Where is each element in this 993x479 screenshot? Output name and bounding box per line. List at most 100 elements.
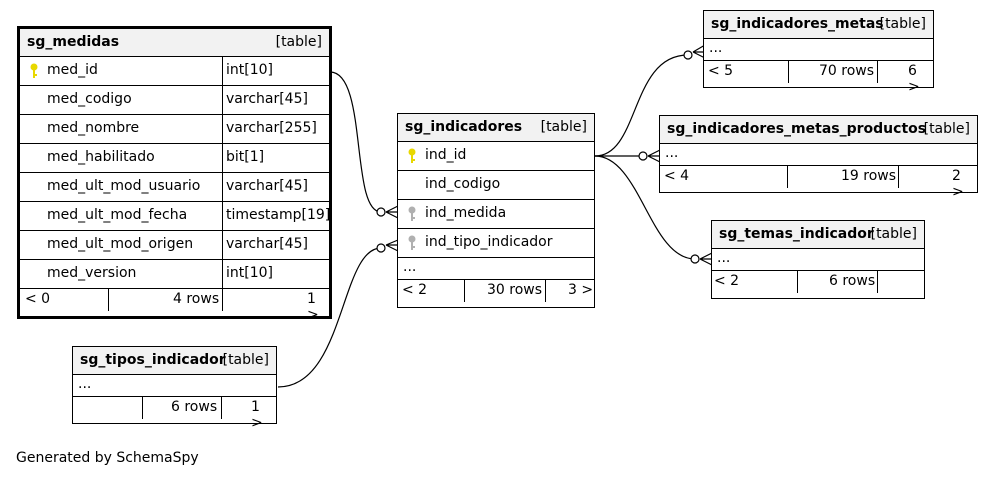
footer-divider: [877, 61, 878, 83]
column-type: int[10]: [226, 62, 273, 78]
table-footer: 6 rows 1 >: [73, 397, 276, 431]
edge-end-circle: [376, 243, 386, 253]
column-name[interactable]: ind_id: [425, 147, 467, 163]
more-columns-ellipsis: ...: [398, 258, 594, 280]
ellipsis-text: ...: [78, 376, 92, 392]
table-sg-medidas[interactable]: sg_medidas [table] med_id int[10] med_co…: [17, 26, 332, 323]
column-row: med_codigo varchar[45]: [20, 86, 329, 115]
table-kind: [table]: [870, 226, 917, 242]
column-row: med_ult_mod_fecha timestamp[19]: [20, 202, 330, 231]
edge-indicadores-temas: [594, 155, 696, 260]
table-footer: < 0 4 rows 1 >: [20, 289, 329, 323]
column-type: bit[1]: [226, 149, 265, 165]
row-count: 19 rows: [841, 168, 897, 184]
column-type: varchar[45]: [226, 178, 308, 194]
column-name[interactable]: med_ult_mod_fecha: [47, 207, 188, 223]
table-name[interactable]: sg_tipos_indicador: [80, 352, 226, 368]
key-icon: [408, 206, 416, 221]
ellipsis-text: ...: [709, 40, 723, 56]
parents-count[interactable]: < 4: [664, 168, 690, 184]
column-row: med_ult_mod_usuario varchar[45]: [20, 173, 329, 202]
column-name[interactable]: ind_codigo: [425, 176, 501, 192]
column-divider: [222, 57, 223, 294]
children-count[interactable]: 2 >: [952, 168, 964, 200]
column-type: int[10]: [226, 265, 273, 281]
table-sg-tipos-indicador[interactable]: sg_tipos_indicador [table] ... 6 rows 1 …: [72, 346, 277, 431]
footer-divider: [142, 397, 143, 419]
footer-divider: [898, 166, 899, 188]
row-count: 4 rows: [173, 291, 220, 307]
column-row: ind_tipo_indicador: [398, 229, 594, 258]
row-count: 30 rows: [487, 282, 543, 298]
column-name[interactable]: med_codigo: [47, 91, 132, 107]
table-sg-temas-indicador[interactable]: sg_temas_indicador [table] ... < 2 6 row…: [711, 220, 925, 299]
parents-count[interactable]: < 2: [402, 282, 428, 298]
children-count[interactable]: 6 >: [908, 63, 920, 95]
table-name[interactable]: sg_medidas: [27, 34, 120, 50]
table-footer: < 4 19 rows 2 >: [660, 166, 977, 200]
row-count: 6 rows: [829, 273, 876, 289]
table-sg-indicadores-metas-productos[interactable]: sg_indicadores_metas_productos [table] .…: [659, 115, 978, 200]
parents-count[interactable]: < 2: [714, 273, 740, 289]
table-name[interactable]: sg_indicadores_metas_productos: [667, 121, 927, 137]
key-icon: [408, 148, 416, 163]
footer-divider: [221, 397, 222, 419]
children-count[interactable]: 3 >: [568, 282, 594, 298]
parents-count[interactable]: < 0: [25, 291, 51, 307]
edge-crowfoot: [385, 205, 399, 219]
column-name[interactable]: med_id: [47, 62, 98, 78]
row-count: 6 rows: [171, 399, 218, 415]
column-name[interactable]: med_version: [47, 265, 137, 281]
footer-divider: [788, 61, 789, 83]
column-name[interactable]: med_ult_mod_usuario: [47, 178, 201, 194]
ellipsis-text: ...: [403, 259, 417, 275]
table-name[interactable]: sg_indicadores: [405, 119, 523, 135]
footer-divider: [464, 280, 465, 302]
children-count[interactable]: 1 >: [251, 399, 263, 431]
column-name[interactable]: med_habilitado: [47, 149, 155, 165]
edge-crowfoot: [647, 149, 661, 163]
table-header: sg_indicadores [table]: [398, 114, 594, 142]
column-row: ind_medida: [398, 200, 594, 229]
column-row: med_version int[10]: [20, 260, 329, 289]
table-header: sg_temas_indicador [table]: [712, 221, 924, 249]
table-header: sg_medidas [table]: [20, 29, 329, 57]
parents-count[interactable]: < 5: [708, 63, 734, 79]
table-name[interactable]: sg_indicadores_metas: [711, 16, 884, 32]
column-name[interactable]: ind_tipo_indicador: [425, 234, 553, 250]
key-icon: [408, 235, 416, 250]
table-name[interactable]: sg_temas_indicador: [719, 226, 874, 242]
column-name[interactable]: ind_medida: [425, 205, 507, 221]
column-row: med_nombre varchar[255]: [20, 115, 329, 144]
column-name[interactable]: med_nombre: [47, 120, 140, 136]
edge-end-circle: [683, 50, 693, 60]
footer-divider: [222, 289, 223, 311]
edge-indicadores-metas: [594, 54, 689, 157]
table-kind: [table]: [923, 121, 970, 137]
more-columns-ellipsis: ...: [660, 144, 977, 166]
table-sg-indicadores-metas[interactable]: sg_indicadores_metas [table] ... < 5 70 …: [703, 10, 934, 95]
table-kind: [table]: [222, 352, 269, 368]
more-columns-ellipsis: ...: [704, 39, 933, 61]
column-row: med_ult_mod_origen varchar[45]: [20, 231, 329, 260]
table-footer: < 2 30 rows 3 >: [398, 280, 594, 302]
edge-end-circle: [376, 207, 386, 217]
table-footer: < 2 6 rows: [712, 271, 924, 293]
table-header: sg_tipos_indicador [table]: [73, 347, 276, 375]
column-type: varchar[255]: [226, 120, 317, 136]
footer-divider: [108, 289, 109, 311]
ellipsis-text: ...: [717, 250, 731, 266]
column-row: ind_id: [398, 142, 594, 171]
table-header: sg_indicadores_metas_productos [table]: [660, 116, 977, 144]
table-sg-indicadores[interactable]: sg_indicadores [table] ind_id ind_codigo…: [397, 113, 595, 308]
edge-tipos-indicadores: [277, 247, 382, 388]
edge-end-circle: [638, 151, 648, 161]
children-count[interactable]: 1 >: [307, 291, 319, 323]
column-type: varchar[45]: [226, 236, 308, 252]
column-type: varchar[45]: [226, 91, 308, 107]
column-name[interactable]: med_ult_mod_origen: [47, 236, 194, 252]
generated-by-note[interactable]: Generated by SchemaSpy: [16, 450, 199, 466]
table-kind: [table]: [275, 34, 322, 50]
edge-end-circle: [690, 254, 700, 264]
